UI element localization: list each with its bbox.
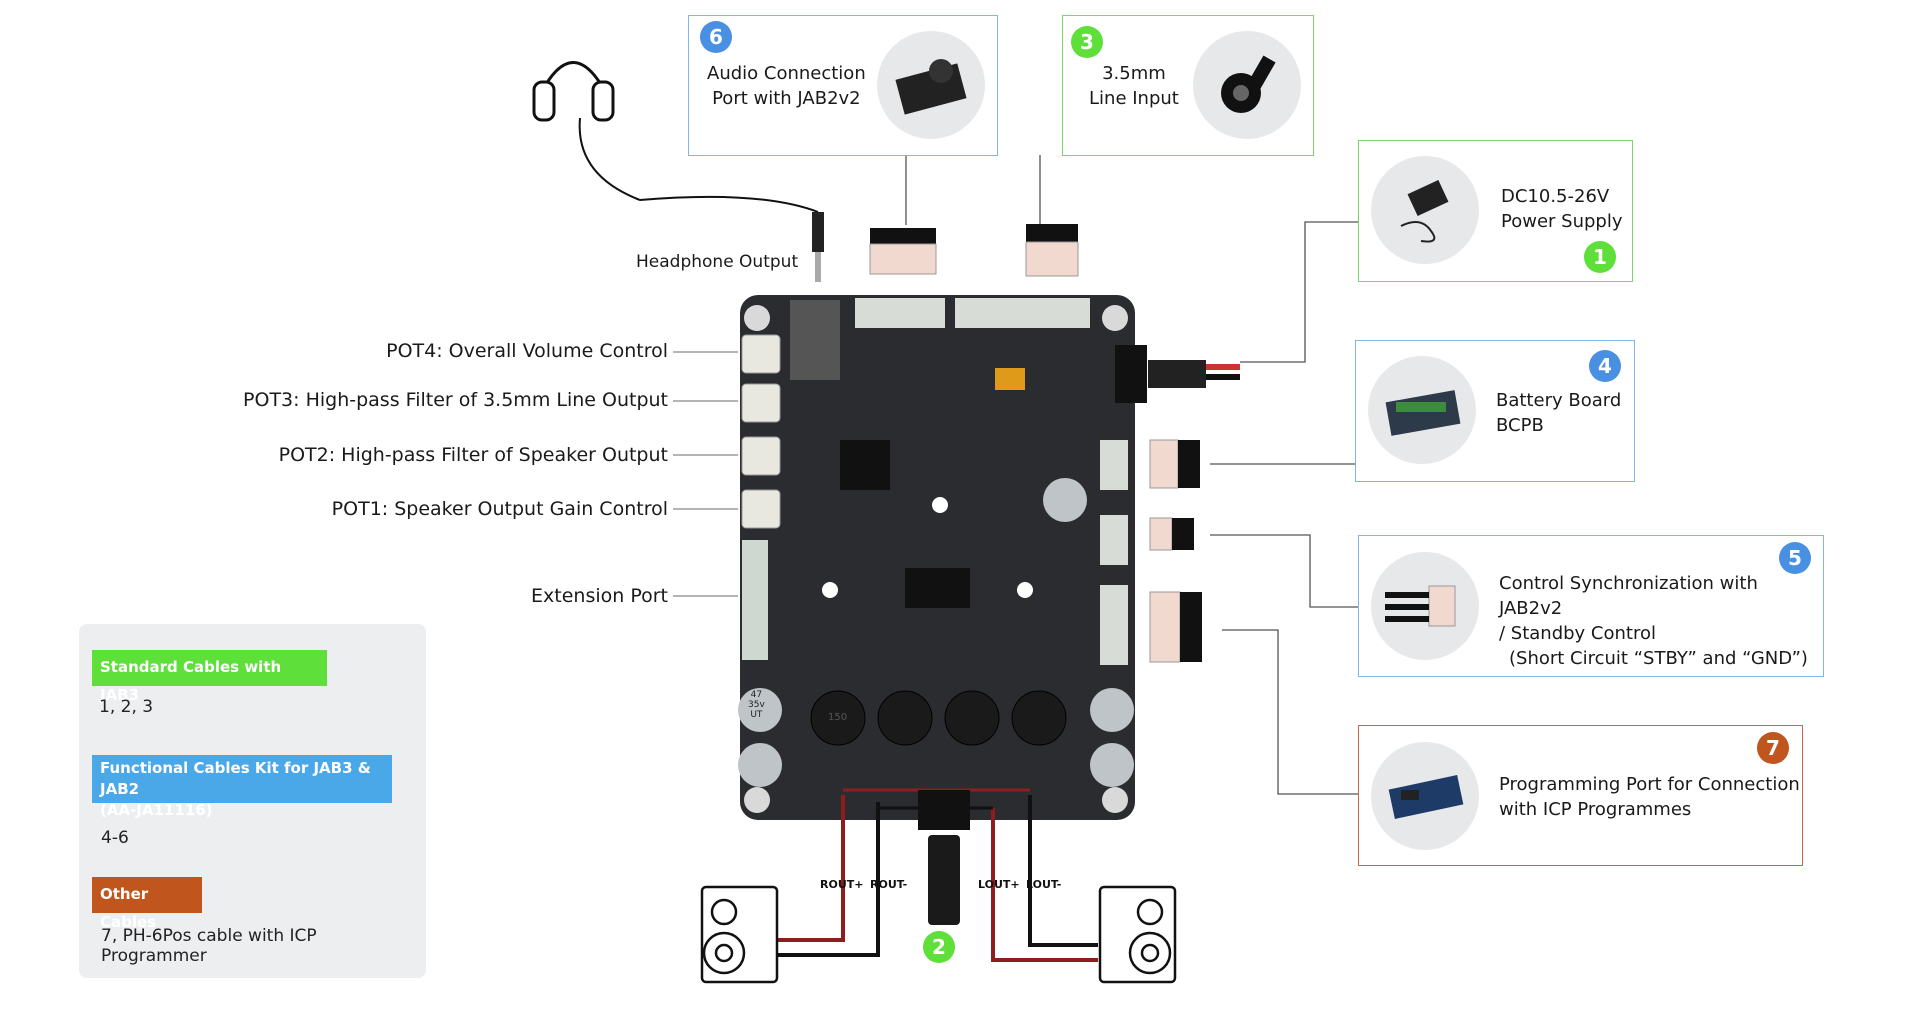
programming-port-text: Programming Port for Connection with ICP… bbox=[1499, 774, 1800, 820]
pot3-label: POT3: High-pass Filter of 3.5mm Line Out… bbox=[243, 389, 668, 411]
top-connector-plugs bbox=[869, 224, 1079, 277]
left-speaker-icon bbox=[700, 885, 779, 984]
audio-connection-text: Audio Connection Port with JAB2v2 bbox=[707, 63, 866, 109]
badge-5: 5 bbox=[1779, 542, 1811, 574]
capacitor-marking: 47 35v UT bbox=[748, 690, 765, 720]
audio-connection-box: 6 Audio Connection Port with JAB2v2 bbox=[688, 15, 998, 156]
badge-4: 4 bbox=[1589, 350, 1621, 382]
jab3-pcb-board bbox=[738, 295, 1147, 820]
badge-2: 2 bbox=[923, 931, 955, 963]
power-adapter-thumbnail bbox=[1371, 156, 1479, 264]
cable-legend: Standard Cables with JAB3 1, 2, 3 Functi… bbox=[79, 624, 426, 978]
terminal-lout-minus: LOUT- bbox=[1026, 878, 1062, 891]
legend-functional-tag: Functional Cables Kit for JAB3 & JAB2 (A… bbox=[92, 755, 392, 819]
pot2-label: POT2: High-pass Filter of Speaker Output bbox=[278, 444, 668, 466]
speaker-wires bbox=[778, 788, 1098, 962]
programming-port-box: Programming Port for Connection with ICP… bbox=[1358, 725, 1803, 866]
badge-7: 7 bbox=[1757, 732, 1789, 764]
audio-jack-thumbnail bbox=[1193, 31, 1301, 139]
right-speaker-icon bbox=[1098, 885, 1177, 984]
pot-leader-lines bbox=[673, 351, 738, 597]
speaker-plug bbox=[928, 835, 960, 925]
box-leader-lines bbox=[905, 155, 1358, 795]
badge-6: 6 bbox=[700, 21, 732, 53]
control-sync-box: Control Synchronization with JAB2v2 / St… bbox=[1358, 535, 1824, 677]
side-connector-plugs bbox=[1149, 439, 1202, 663]
legend-other-tag: Other Cables bbox=[92, 877, 202, 931]
legend-functional-value: 4-6 bbox=[101, 828, 129, 848]
battery-board-box: Battery Board BCPB 4 bbox=[1355, 340, 1635, 482]
badge-1: 1 bbox=[1584, 241, 1616, 273]
power-supply-box: DC10.5-26V Power Supply 1 bbox=[1358, 140, 1633, 282]
terminal-rout-plus: ROUT+ bbox=[820, 878, 864, 891]
extension-port-label: Extension Port bbox=[531, 585, 668, 607]
legend-standard-tag: Standard Cables with JAB3 bbox=[92, 650, 327, 704]
pot4-label: POT4: Overall Volume Control bbox=[386, 340, 668, 362]
jab2v2-board-thumbnail bbox=[877, 31, 985, 139]
power-cable bbox=[1148, 360, 1240, 388]
battery-board-thumbnail bbox=[1368, 356, 1476, 464]
headphone-icon bbox=[532, 61, 824, 282]
icp-programmer-thumbnail bbox=[1371, 742, 1479, 850]
power-supply-text: DC10.5-26V Power Supply bbox=[1501, 186, 1623, 232]
inductor-marking: 150 bbox=[828, 712, 848, 723]
headphone-output-label: Headphone Output bbox=[636, 252, 799, 272]
legend-other-value: 7, PH-6Pos cable with ICP Programmer bbox=[101, 926, 317, 966]
badge-3: 3 bbox=[1071, 26, 1103, 58]
terminal-rout-minus: ROUT- bbox=[870, 878, 908, 891]
line-input-text: 3.5mm Line Input bbox=[1089, 63, 1179, 109]
pot1-label: POT1: Speaker Output Gain Control bbox=[331, 498, 668, 520]
sync-cable-thumbnail bbox=[1371, 552, 1479, 660]
terminal-lout-plus: LOUT+ bbox=[978, 878, 1020, 891]
line-input-box: 3 3.5mm Line Input bbox=[1062, 15, 1314, 156]
battery-board-text: Battery Board BCPB bbox=[1496, 390, 1622, 436]
control-sync-text: Control Synchronization with JAB2v2 / St… bbox=[1499, 573, 1808, 669]
legend-standard-value: 1, 2, 3 bbox=[99, 697, 154, 717]
